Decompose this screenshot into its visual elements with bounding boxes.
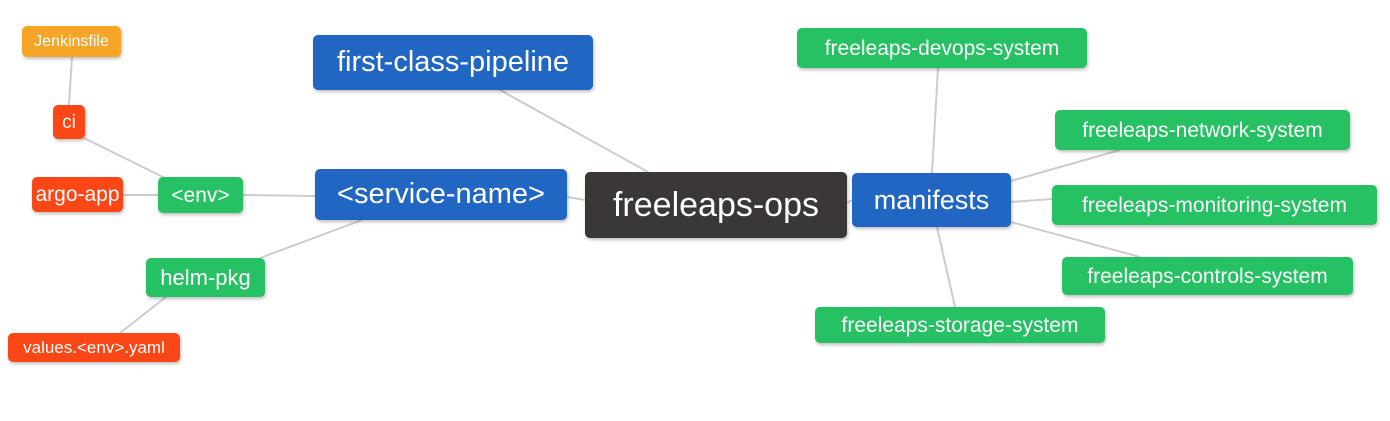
edge-manifests-storage [936, 226, 956, 308]
node-ci[interactable]: ci [53, 105, 85, 139]
edge-jenkinsfile-ci [68, 56, 73, 106]
edge-ops-manifests [846, 199, 853, 204]
node-first-class-pipeline[interactable]: first-class-pipeline [313, 35, 593, 90]
edge-manifests-monitoring [1010, 198, 1053, 203]
edge-servicename-helmpkg [259, 219, 363, 259]
node-helm-pkg[interactable]: helm-pkg [146, 258, 265, 297]
edge-pipeline-ops [499, 89, 649, 173]
edge-helmpkg-valuesyaml [119, 296, 167, 334]
edge-manifests-network [1010, 149, 1121, 182]
edge-env-servicename [242, 194, 316, 197]
node-freeleaps-storage-system[interactable]: freeleaps-storage-system [815, 307, 1105, 343]
node-jenkinsfile[interactable]: Jenkinsfile [22, 26, 121, 57]
node-freeleaps-monitoring-system[interactable]: freeleaps-monitoring-system [1052, 185, 1377, 225]
node-values-env-yaml[interactable]: values.<env>.yaml [8, 333, 180, 362]
node-argo-app[interactable]: argo-app [32, 177, 123, 212]
edge-manifests-controls [1010, 221, 1141, 258]
edge-manifests-devops [931, 67, 939, 174]
node-freeleaps-devops-system[interactable]: freeleaps-devops-system [797, 28, 1087, 68]
edge-servicename-ops [566, 196, 586, 201]
node-freeleaps-ops-root[interactable]: freeleaps-ops [585, 172, 847, 238]
node-manifests[interactable]: manifests [852, 173, 1011, 227]
node-env[interactable]: <env> [158, 177, 243, 213]
node-freeleaps-network-system[interactable]: freeleaps-network-system [1055, 110, 1350, 150]
node-freeleaps-controls-system[interactable]: freeleaps-controls-system [1062, 257, 1353, 295]
edge-ci-env [83, 137, 166, 179]
node-service-name[interactable]: <service-name> [315, 169, 567, 220]
